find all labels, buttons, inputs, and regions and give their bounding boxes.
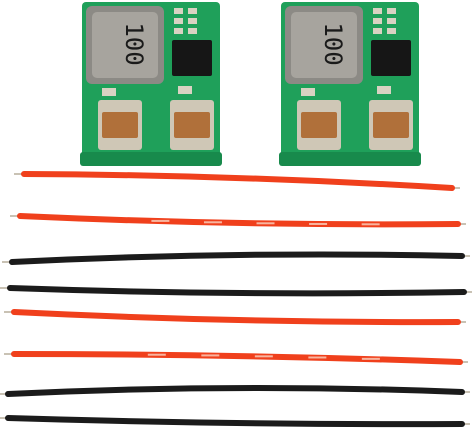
wire-print-mark [147, 353, 166, 356]
smd-component [301, 88, 315, 96]
inductor-top [291, 12, 357, 78]
wire-print-mark [254, 355, 273, 358]
capacitor [102, 112, 138, 138]
solder-pad [174, 28, 183, 34]
solder-pad [387, 28, 396, 34]
pcb-board-edge [80, 152, 222, 166]
smd-component [377, 86, 391, 94]
wire-print-mark [201, 354, 220, 357]
wire-print-mark [308, 356, 327, 359]
wire-insulation [21, 171, 455, 191]
solder-pad [387, 18, 396, 24]
smd-component [178, 86, 192, 94]
capacitor [373, 112, 409, 138]
pcb-board-edge [279, 152, 421, 166]
solder-pad [174, 8, 183, 14]
smd-component [102, 88, 116, 96]
inductor-top [92, 12, 158, 78]
wire-black [0, 285, 472, 297]
wire-print-mark [361, 357, 380, 360]
wire-print-mark [361, 223, 380, 226]
ic-chip [172, 40, 212, 76]
wire-group [0, 171, 472, 428]
wire-insulation [7, 285, 467, 297]
dc-dc-module-left: 100 [80, 2, 222, 166]
wire-print-mark [256, 222, 275, 225]
wire-red [10, 213, 466, 228]
ic-chip [371, 40, 411, 76]
wire-print-mark [151, 219, 170, 222]
wire-insulation [5, 384, 465, 397]
module-group: 100 100 [80, 2, 421, 166]
inductor-marking: 100 [120, 22, 148, 65]
wire-black [2, 251, 470, 265]
solder-pad [373, 18, 382, 24]
solder-pad [188, 8, 197, 14]
wire-insulation [11, 309, 461, 326]
solder-pad [387, 8, 396, 14]
wire-insulation [17, 213, 461, 228]
inductor-marking: 100 [319, 22, 347, 65]
wire-insulation [9, 251, 465, 265]
solder-pad [174, 18, 183, 24]
wire-red [4, 351, 468, 365]
capacitor [174, 112, 210, 138]
wire-insulation [11, 351, 463, 365]
wire-red [4, 309, 466, 326]
wire-red [14, 171, 460, 191]
wire-black [0, 415, 470, 428]
wire-black [0, 384, 470, 397]
solder-pad [373, 28, 382, 34]
capacitor [301, 112, 337, 138]
wire-insulation [5, 415, 465, 428]
solder-pad [188, 28, 197, 34]
dc-dc-module-right: 100 [279, 2, 421, 166]
wire-print-mark [203, 221, 222, 224]
solder-pad [188, 18, 197, 24]
solder-pad [373, 8, 382, 14]
wire-print-mark [309, 222, 328, 225]
